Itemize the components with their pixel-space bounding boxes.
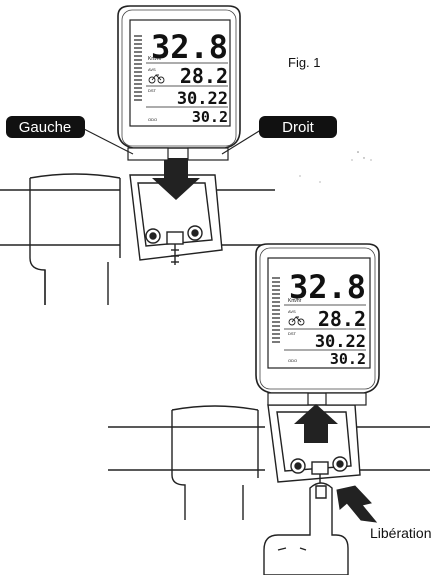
bottom-assembly: 32.8 Km/hr AVS 28.2 DST 30.22 ODO 30.2 bbox=[108, 243, 432, 575]
odo-label: ODO bbox=[148, 117, 157, 122]
down-arrow-icon bbox=[152, 158, 200, 200]
bicycle-icon bbox=[288, 316, 305, 326]
dst-label: DST bbox=[148, 88, 157, 93]
speed-unit: Km/hr bbox=[148, 56, 162, 62]
svg-text:Gauche: Gauche bbox=[19, 119, 72, 136]
speed-readout: 32.8 bbox=[289, 268, 366, 306]
release-arrow-icon bbox=[336, 485, 378, 523]
label-liberation: Libération bbox=[370, 525, 432, 541]
odo-label: ODO bbox=[288, 358, 297, 363]
svg-text:Droit: Droit bbox=[282, 119, 315, 136]
dst-label: DST bbox=[288, 331, 297, 336]
cycle-computer-top: 32.8 Km/hr AVS 28.2 DST 30.22 ODO 30.2 bbox=[117, 5, 241, 161]
avs-label: AVS bbox=[288, 309, 296, 314]
odo-readout: 30.2 bbox=[330, 350, 366, 368]
lcd-screen bbox=[129, 19, 231, 127]
label-droit: Droit bbox=[259, 116, 337, 138]
up-arrow-icon bbox=[294, 404, 338, 443]
print-speckles bbox=[299, 151, 372, 183]
figure-caption: Fig. 1 bbox=[288, 55, 321, 70]
dst-readout: 30.22 bbox=[315, 332, 366, 352]
avs-label: AVS bbox=[148, 67, 156, 72]
speed-readout: 32.8 bbox=[151, 28, 228, 66]
bicycle-icon bbox=[148, 74, 165, 84]
lcd-bar-graph bbox=[134, 35, 142, 101]
dst-readout: 30.22 bbox=[177, 89, 228, 109]
handlebar-bottom bbox=[108, 405, 430, 520]
leader-line-left bbox=[81, 127, 134, 155]
top-assembly: 32.8 Km/hr AVS 28.2 DST 30.22 ODO 30.2 G… bbox=[0, 5, 337, 305]
leader-line-right bbox=[221, 127, 265, 155]
odo-readout: 30.2 bbox=[192, 108, 228, 126]
cycle-computer-bottom: 32.8 Km/hr AVS 28.2 DST 30.22 ODO 30.2 bbox=[255, 243, 380, 406]
lcd-bar-graph bbox=[272, 277, 280, 343]
hand-icon bbox=[263, 482, 349, 575]
mounting-bracket-top bbox=[129, 174, 223, 265]
label-gauche: Gauche bbox=[6, 116, 85, 138]
speed-unit: Km/hr bbox=[288, 298, 302, 304]
avs-readout: 28.2 bbox=[318, 307, 366, 331]
avs-readout: 28.2 bbox=[180, 64, 228, 88]
